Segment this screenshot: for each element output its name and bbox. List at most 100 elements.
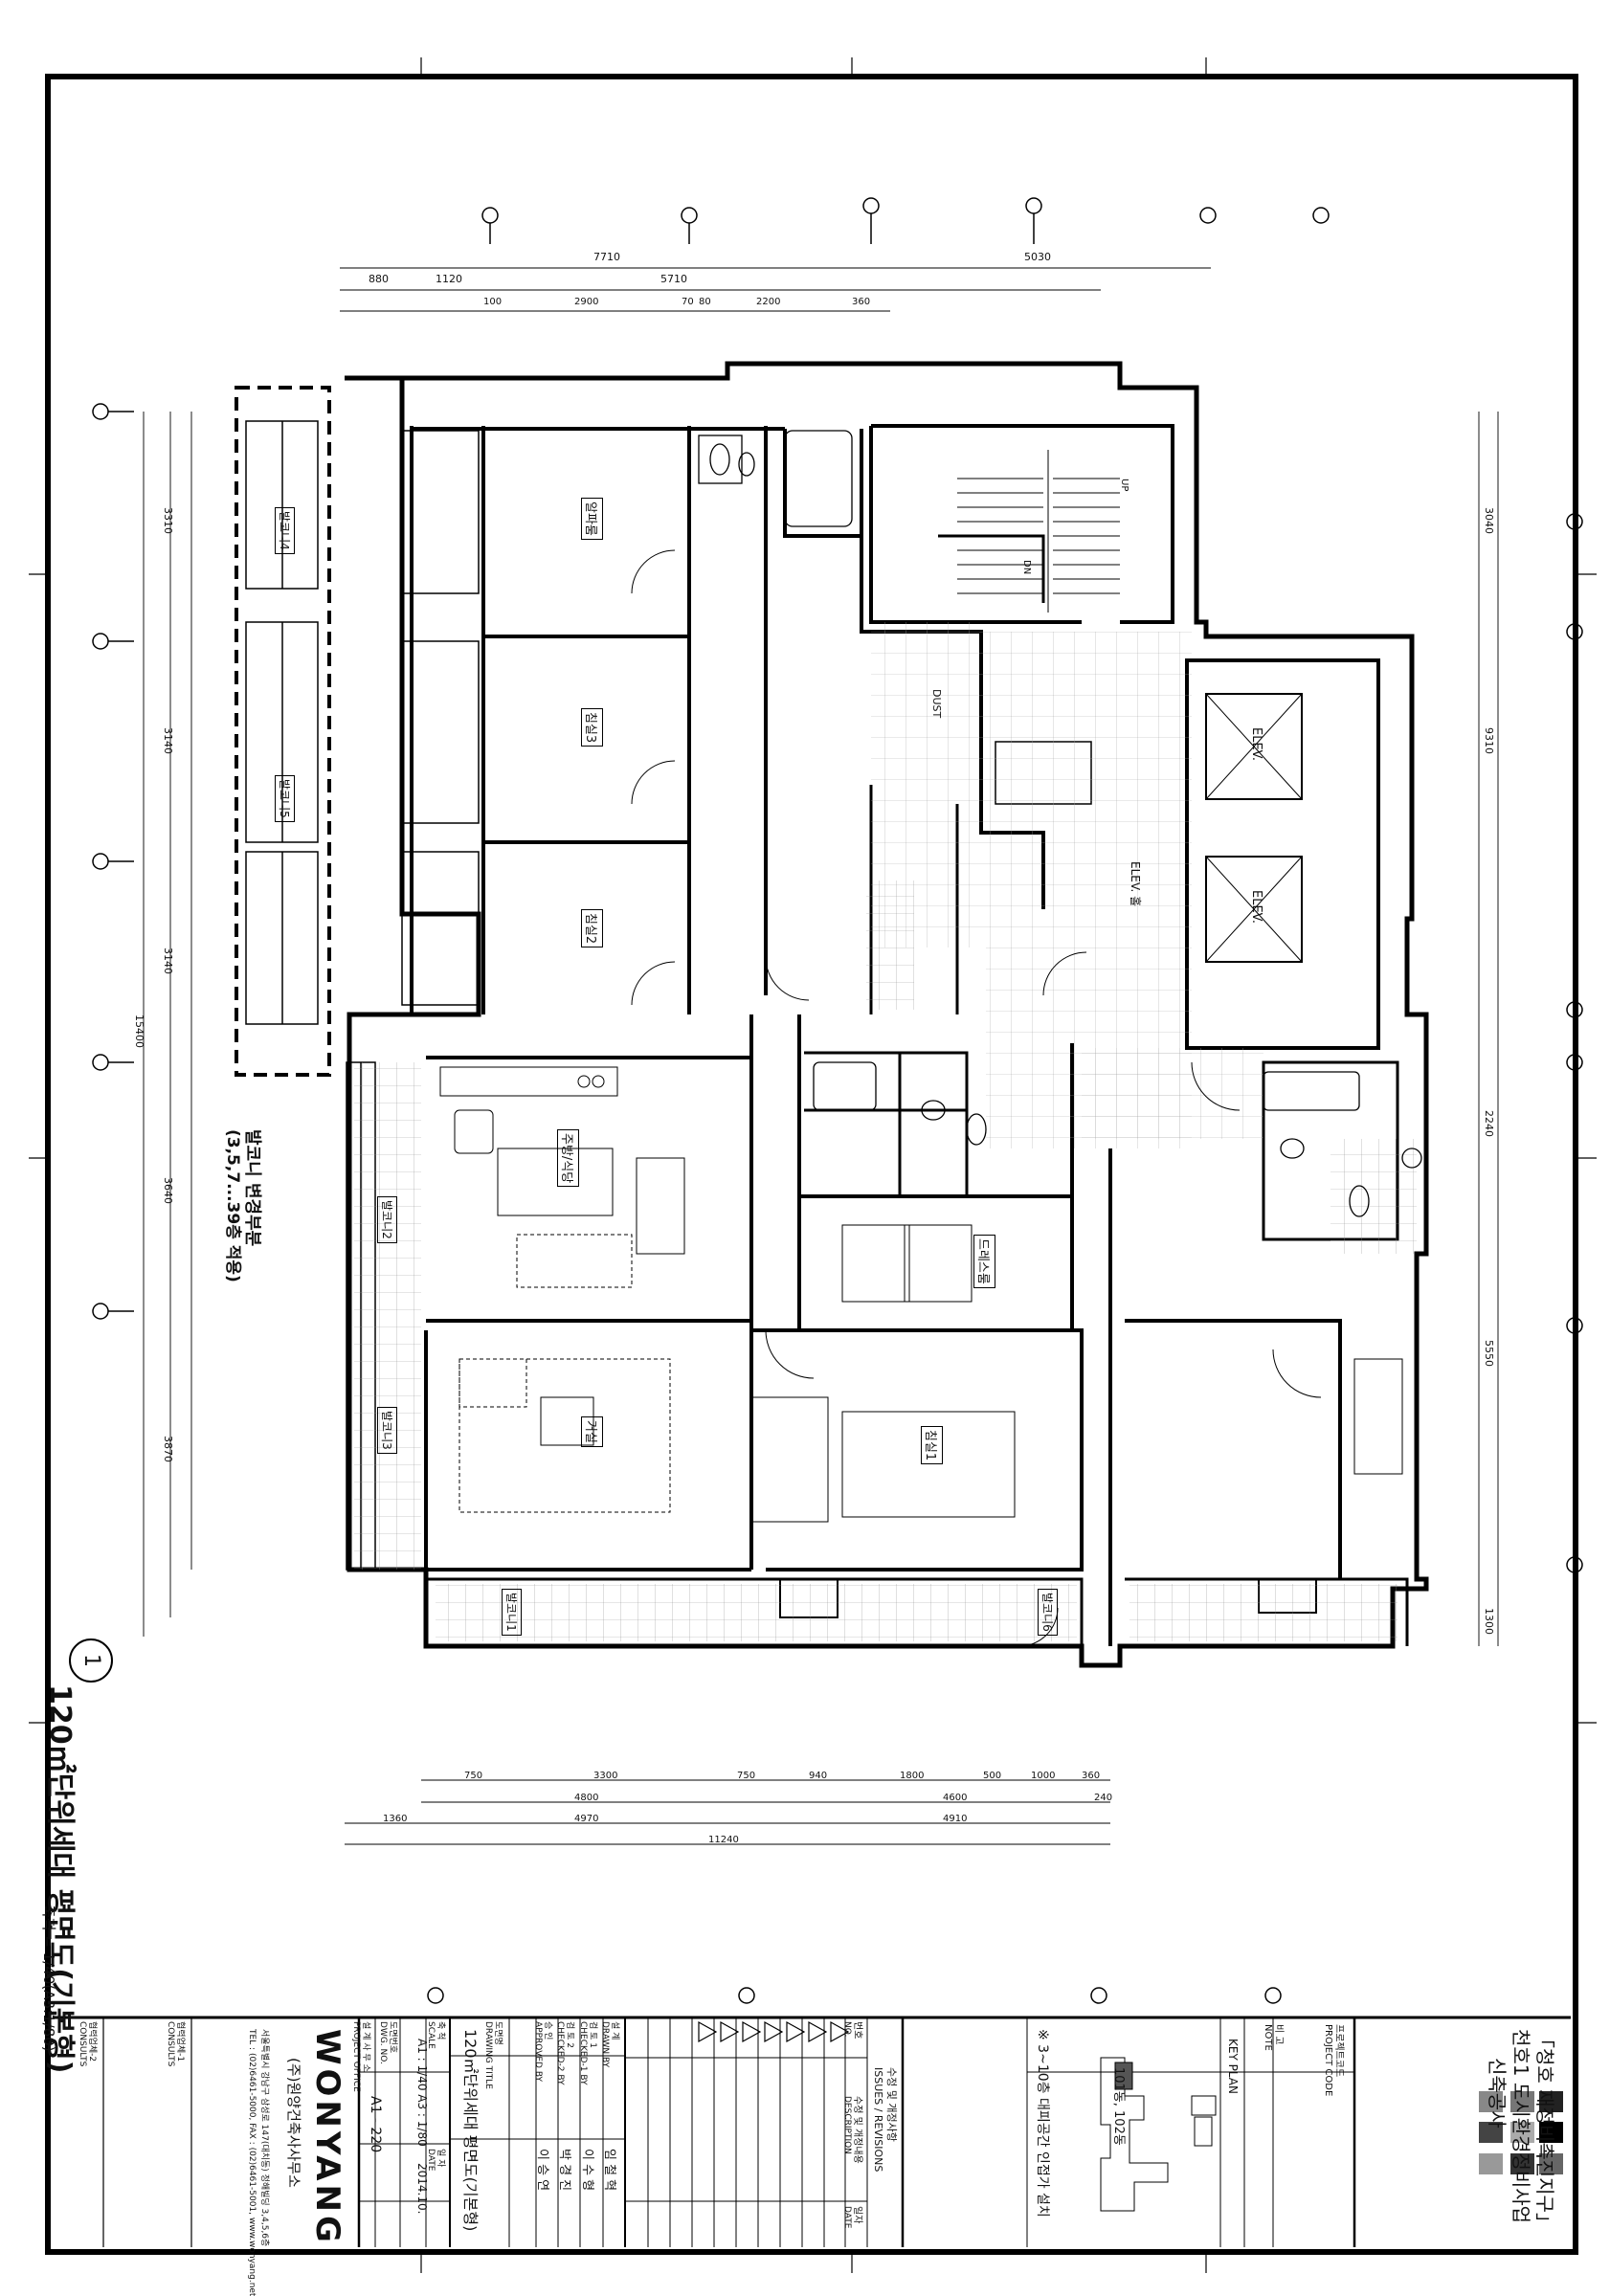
dim-top-2900: 2900 [574,297,599,307]
tb-drawing-title-label: 도면명 DRAWING TITLE [483,2021,503,2089]
room-elev-hall: ELEV. 홀 [1129,861,1142,907]
dim-bottom-1800: 1800 [900,1771,925,1781]
tb-key-plan-remark: ※ 3~10층 대피공간 인접가 설치 [1035,2029,1050,2218]
tb-checked2-by: 박 경 진 [557,2149,571,2192]
balcony-floors-note: (3,5,7...39층 적용) [223,1129,242,1282]
dim-bottom-1360: 1360 [383,1814,408,1824]
dim-bottom-11240: 11240 [708,1835,739,1845]
tb-rev-date: 일자 [852,2206,862,2224]
label-elev-1: ELEV. [1249,727,1263,762]
dim-top-2200: 2200 [756,297,781,307]
tb-key-plan-label: KEY PLAN [1226,2039,1240,2094]
company-logo-text: WONYANG [308,2029,347,2246]
dim-left-3870: 3870 [162,1436,174,1462]
bathroom-fixtures [698,430,1422,1217]
dim-bottom-500: 500 [983,1771,1002,1781]
tb-rev-desc: 수정 및 개정내용 [852,2096,862,2164]
tb-dwg-no: A1 - 220 [368,2096,383,2153]
tb-rev-date-en: DATE [842,2206,852,2229]
furniture [439,1066,1403,1523]
dim-bottom-4800: 4800 [574,1793,599,1803]
tb-rev-desc-en: DESCRIPTION [842,2096,852,2154]
tb-consult-1: 협력업체-1 CONSULTS [166,2021,185,2067]
tb-approved-label: 승 인 APPROVED BY [533,2021,552,2083]
tb-consult-2: 협력업체-2 CONSULTS [78,2021,97,2067]
grid-axis-bubbles [92,197,1583,2004]
company-address: 서울특별시 강남구 삼성로 147(대치동) 정해빌딩 3,4,5,6층 [259,2029,269,2247]
tb-checked2-label: 검 토 2 CHECKED-2 BY [555,2021,574,2085]
tb-scale-label: 축 척 SCALE [426,2021,445,2049]
dim-top-5030: 5030 [1024,251,1051,263]
room-balcony5: 발코니5 [275,775,295,822]
label-elev-2: ELEV. [1249,890,1263,925]
dim-bottom-4600: 4600 [943,1793,968,1803]
dim-top-880: 880 [369,273,389,285]
tb-project-line3: 신축공사 [1486,2058,1509,2129]
label-dust: DUST [930,689,943,719]
label-dn: DN [1021,560,1032,575]
tb-date-label: 일 자 DATE [426,2149,445,2172]
dim-left-3140a: 3140 [162,727,174,754]
dim-top-5710: 5710 [660,273,687,285]
dim-top-360: 360 [852,297,871,307]
dim-left-15400: 15400 [133,1014,145,1048]
tb-note-label: 비 고 NOTE [1263,2024,1284,2051]
room-balcony4: 발코니4 [275,507,295,554]
dim-top-100: 100 [483,297,503,307]
company-logo-sub: (주)원양건축사사무소 [285,2058,302,2188]
room-balcony3: 발코니3 [377,1407,397,1454]
tb-scale-value: A1 : 1/40 A3 : 1/80 [415,2039,429,2147]
dim-left-3310: 3310 [162,507,174,534]
tb-drawing-title: 120㎡단위세대 평면도(기본형) [461,2029,480,2232]
dim-top-7710: 7710 [593,251,620,263]
dim-bottom-4910: 4910 [943,1814,968,1824]
dim-right-3040: 3040 [1483,507,1495,534]
room-master: 침실1 [921,1426,943,1465]
tb-revision-section: 수정 및 개정사항 ISSUES / REVISIONS [872,2067,898,2173]
dim-bottom-750a: 750 [464,1771,483,1781]
room-balcony2: 발코니2 [377,1196,397,1243]
dim-bottom-4970: 4970 [574,1814,599,1824]
dim-right-2240: 2240 [1483,1110,1495,1137]
room-dress: 드레스룸 [973,1235,995,1288]
tb-dwg-no-label: 도면번호 DWG. NO. [378,2021,397,2064]
tb-drawn-by: 임 철 혁 [602,2149,616,2192]
tb-project-line1: 「청호 재정비촉진지구」 [1533,2029,1556,2232]
tb-date-value: 2014.10. [415,2163,429,2215]
tb-checked1-by: 이 수 형 [580,2149,594,2192]
room-bed2: 침실2 [581,909,603,948]
label-up: UP [1119,479,1129,492]
tb-project-line2: 천호1 도시환경정비사업 [1509,2029,1532,2224]
room-bed3: 침실3 [581,708,603,747]
tb-project-code-label: 프로젝트코드 PROJECT CODE [1323,2024,1344,2097]
room-alpha: 알파룸 [581,498,603,540]
dim-bottom-3300: 3300 [593,1771,618,1781]
crop-marks [29,57,1597,2273]
walls [345,361,1429,1668]
scale-note: 축척 = 1/40(A3:1/80) [40,1905,57,2052]
dim-bottom-360: 360 [1082,1771,1101,1781]
dimension-lines [143,267,1499,1845]
tb-rev-no-en: NO. [842,2021,852,2038]
dim-bottom-240: 240 [1094,1793,1113,1803]
tb-checked1-label: 검 토 1 CHECKED-1 BY [578,2021,597,2085]
door-swings [631,549,1322,1647]
dim-bottom-1000: 1000 [1031,1771,1056,1781]
dim-top-70: 70 [682,297,694,307]
balcony-extension-outline [235,386,331,1077]
key-plan-diagram [1100,2057,1217,2212]
dim-right-9310: 9310 [1483,727,1495,754]
tb-office-label: 설 계 사 무 소 PROJECT OFFICE [351,2021,370,2092]
tb-drawn-label: 설 계 DRAWN BY [600,2021,619,2068]
title-block [53,2016,1571,2247]
room-living: 거실 [581,1416,603,1447]
dim-top-80: 80 [699,297,711,307]
tb-key-plan-caption: 101동, 102동 [1111,2067,1126,2146]
room-balcony1: 발코니1 [502,1589,522,1636]
company-tel: TEL : (02)6461-5000, FAX : (02)6461-5001… [247,2029,257,2296]
dim-bottom-940: 940 [809,1771,828,1781]
room-kitchen: 주방/식당 [557,1129,579,1188]
dim-left-3640: 3640 [162,1177,174,1204]
